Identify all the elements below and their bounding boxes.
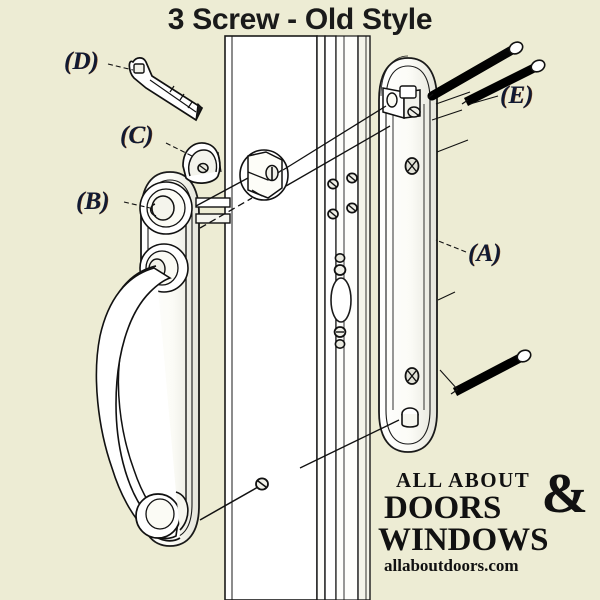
brand-logo: & ALL ABOUT DOORS WINDOWS allaboutdoors.… bbox=[378, 463, 594, 588]
cylinder-collar-cap bbox=[182, 142, 222, 184]
key bbox=[128, 57, 204, 122]
logo-ampersand: & bbox=[541, 463, 588, 525]
door-panel bbox=[224, 35, 371, 600]
page-title: 3 Screw - Old Style bbox=[167, 3, 433, 36]
screw-lower bbox=[450, 349, 532, 396]
callout-label-a: (A) bbox=[468, 240, 502, 267]
frame-screws bbox=[199, 172, 358, 521]
backplate-screw-hole-lower bbox=[404, 367, 420, 385]
key-cylinder bbox=[239, 149, 289, 201]
handle-spindle bbox=[195, 197, 231, 224]
screw-middle bbox=[461, 59, 546, 107]
callout-label-d: (D) bbox=[64, 48, 99, 75]
handle-grip-lower bbox=[135, 491, 189, 539]
callout-label-c: (C) bbox=[120, 122, 154, 149]
handle-upper-boss bbox=[139, 181, 193, 235]
interior-handle-assembly bbox=[95, 171, 231, 547]
screw-upper bbox=[427, 41, 524, 101]
logo-line-3: WINDOWS bbox=[378, 522, 549, 558]
callout-label-b: (B) bbox=[76, 188, 110, 215]
logo-url: allaboutdoors.com bbox=[384, 556, 519, 575]
logo-line-1: ALL ABOUT bbox=[396, 468, 531, 492]
logo-line-2: DOORS bbox=[384, 490, 502, 526]
mounting-screws bbox=[427, 41, 546, 396]
backplate-screw-hole-upper bbox=[404, 157, 420, 175]
backplate-cylinder-boss bbox=[382, 85, 421, 119]
lower-door-screw bbox=[199, 477, 269, 521]
leader-lines bbox=[107, 63, 499, 469]
backplate-exterior bbox=[378, 55, 438, 453]
latch-strike-plate bbox=[330, 253, 352, 349]
backplate-bottom-boss bbox=[401, 407, 419, 428]
callout-label-e: (E) bbox=[500, 82, 534, 109]
